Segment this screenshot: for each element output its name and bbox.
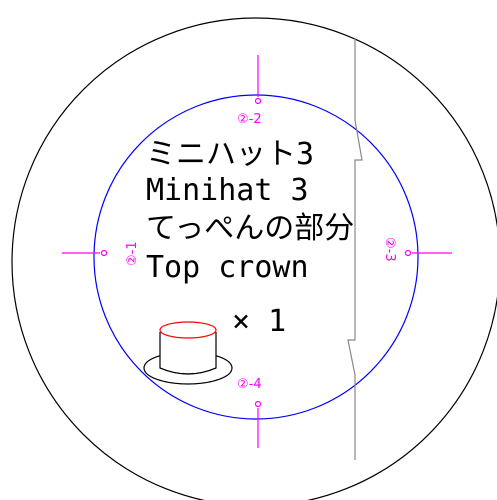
- title-english: Minihat 3: [146, 173, 309, 208]
- part-english: Top crown: [146, 250, 309, 285]
- marker-top-label: ②-2: [237, 112, 262, 127]
- quantity-label: × 1: [232, 304, 286, 339]
- marker-left: [62, 249, 108, 257]
- inner-circle: [93, 94, 419, 420]
- marker-right: [404, 249, 452, 257]
- part-japanese: てっぺんの部分: [146, 211, 354, 246]
- marker-bottom: [254, 400, 262, 448]
- marker-bottom-label: ②-4: [237, 377, 262, 392]
- marker-right-label: ②-3: [382, 237, 397, 262]
- outer-circle: [11, 17, 497, 500]
- hat-icon: [143, 321, 233, 385]
- marker-top: [254, 55, 262, 105]
- guide-line: [347, 38, 363, 460]
- title-japanese: ミニハット3: [146, 137, 314, 172]
- marker-left-label: ②-1: [125, 241, 140, 266]
